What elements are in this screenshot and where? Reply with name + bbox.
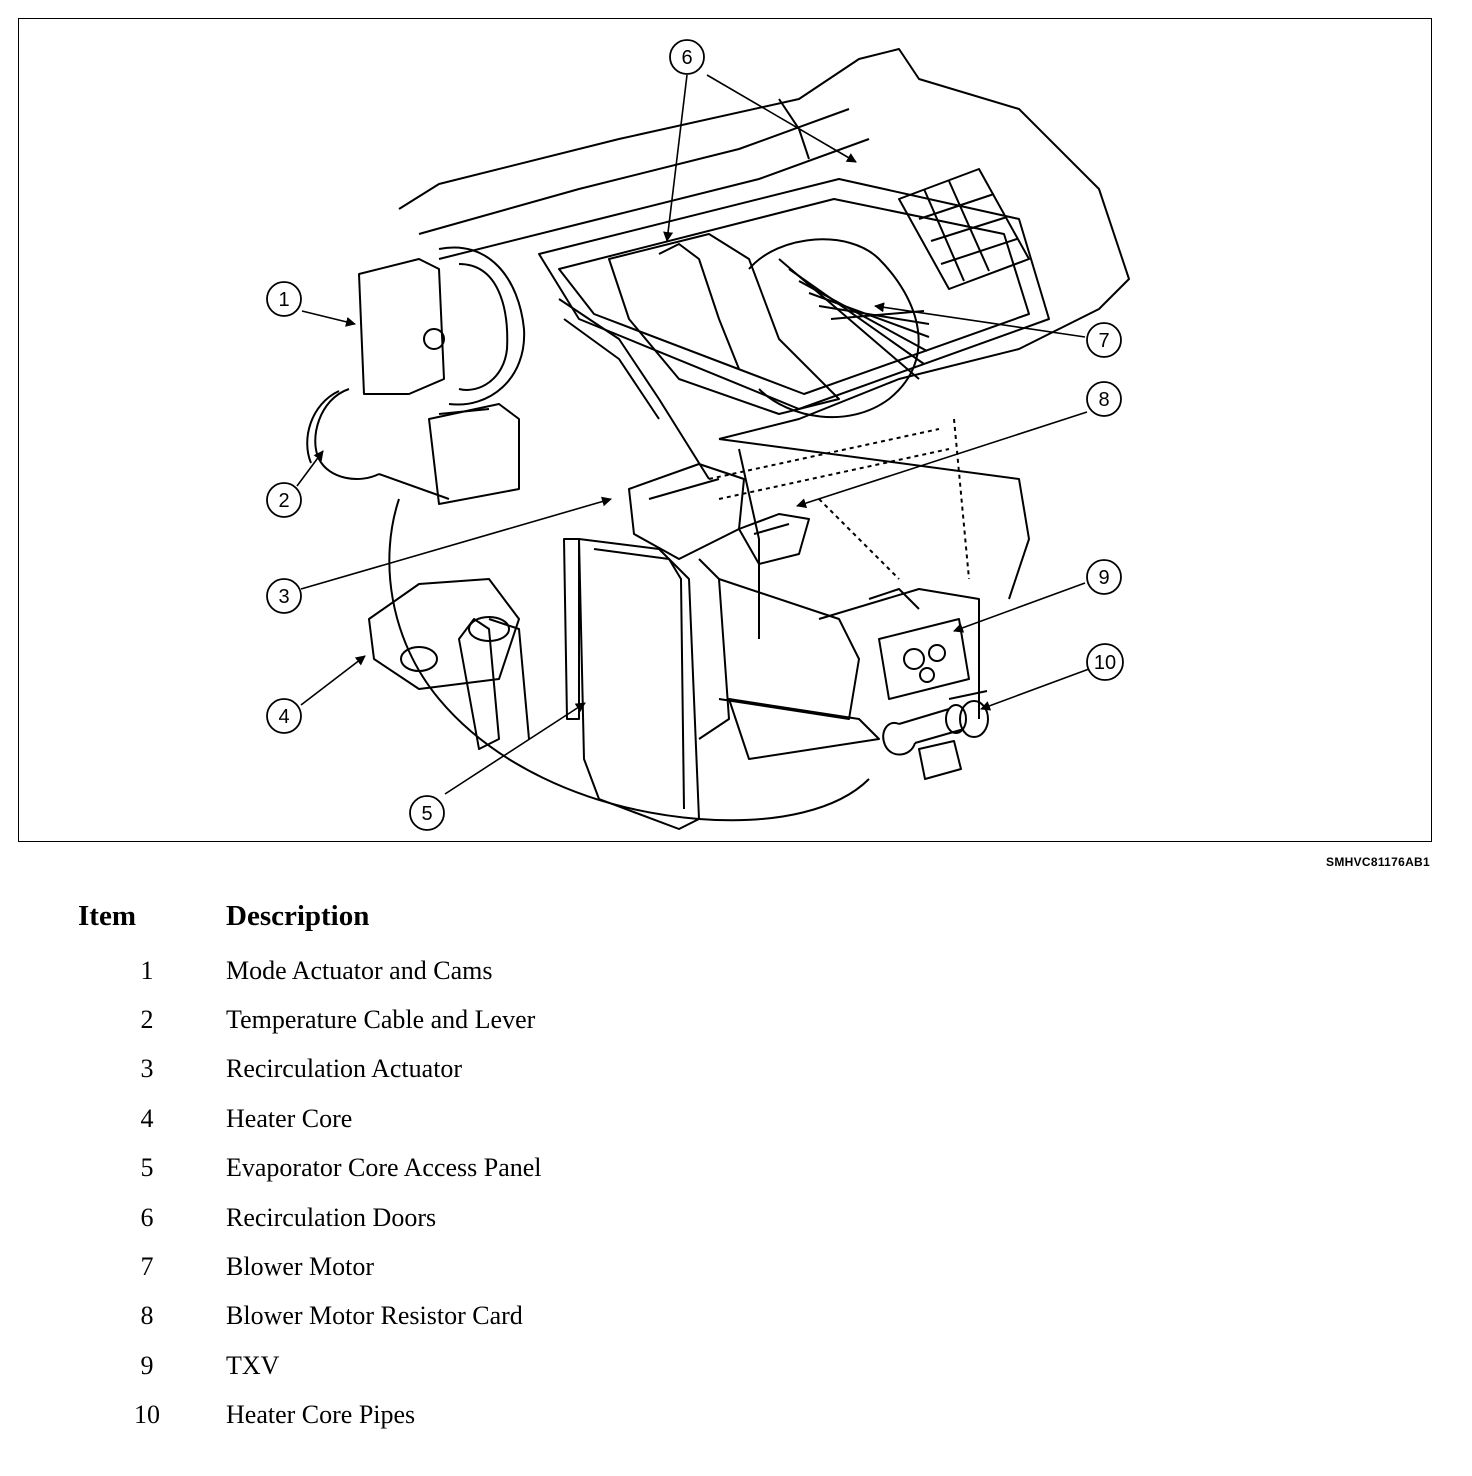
leader-1 xyxy=(301,310,356,327)
hvac-assembly-drawing: 1 2 3 4 5 6 7 xyxy=(266,39,1130,831)
legend-row: 8 Blower Motor Resistor Card xyxy=(70,1292,542,1341)
callout-4-label: 4 xyxy=(278,706,289,728)
legend-item-number: 8 xyxy=(140,1301,154,1331)
legend-item-number: 5 xyxy=(140,1153,154,1183)
callout-10-label: 10 xyxy=(1094,652,1116,674)
legend-item-description: Blower Motor xyxy=(226,1252,375,1282)
legend-row: 3 Recirculation Actuator xyxy=(70,1045,542,1094)
callout-5: 5 xyxy=(409,795,445,831)
callout-8-label: 8 xyxy=(1098,389,1109,411)
legend-item-description: TXV xyxy=(226,1350,280,1380)
legend-item-number: 9 xyxy=(140,1350,154,1380)
legend-header-description: Description xyxy=(226,899,370,932)
legend-row: 4 Heater Core xyxy=(70,1094,542,1143)
legend-row: 2 Temperature Cable and Lever xyxy=(70,995,542,1044)
legend-item-number: 3 xyxy=(140,1054,154,1084)
callout-leaders xyxy=(296,74,1090,795)
callout-1: 1 xyxy=(266,281,302,317)
callout-4: 4 xyxy=(266,698,302,734)
callout-circles: 1 2 3 4 5 6 7 xyxy=(266,39,1124,831)
leader-5 xyxy=(444,702,586,795)
legend-item-description: Heater Core Pipes xyxy=(226,1400,416,1430)
legend-table: Item Description 1 Mode Actuator and Cam… xyxy=(70,896,542,1440)
leader-8 xyxy=(796,411,1088,508)
callout-7: 7 xyxy=(1086,322,1122,358)
legend-row: 1 Mode Actuator and Cams xyxy=(70,946,542,995)
leader-7 xyxy=(874,302,1086,338)
callout-2: 2 xyxy=(266,482,302,518)
legend-item-number: 10 xyxy=(134,1400,160,1430)
leader-9 xyxy=(953,582,1086,633)
callout-9: 9 xyxy=(1086,559,1122,595)
callout-9-label: 9 xyxy=(1098,567,1109,589)
legend-item-description: Mode Actuator and Cams xyxy=(226,955,493,985)
legend-item-description: Recirculation Actuator xyxy=(226,1054,463,1084)
hvac-housing-lineart xyxy=(306,48,1130,830)
leader-6a xyxy=(663,74,688,242)
legend-row: 7 Blower Motor xyxy=(70,1242,542,1291)
legend-row: 6 Recirculation Doors xyxy=(70,1193,542,1242)
legend-item-description: Recirculation Doors xyxy=(226,1202,437,1232)
legend-item-number: 6 xyxy=(140,1202,154,1232)
leader-2 xyxy=(296,450,324,487)
leader-3 xyxy=(300,496,612,590)
legend-item-number: 7 xyxy=(140,1252,154,1282)
legend-row: 10 Heater Core Pipes xyxy=(70,1391,542,1440)
callout-10: 10 xyxy=(1086,643,1124,681)
callout-7-label: 7 xyxy=(1098,330,1109,352)
legend-item-description: Blower Motor Resistor Card xyxy=(226,1301,523,1331)
callout-2-label: 2 xyxy=(278,490,289,512)
callout-3: 3 xyxy=(266,578,302,614)
callout-8: 8 xyxy=(1086,381,1122,417)
legend-item-number: 1 xyxy=(140,955,154,985)
leader-10 xyxy=(980,668,1090,711)
legend-header-row: Item Description xyxy=(70,896,542,946)
figure-reference-code: SMHVC81176AB1 xyxy=(1326,855,1430,869)
hvac-assembly-figure: 1 2 3 4 5 6 7 xyxy=(18,18,1432,842)
legend-item-number: 2 xyxy=(140,1005,154,1035)
callout-6-label: 6 xyxy=(681,47,692,69)
callout-5-label: 5 xyxy=(421,803,432,825)
callout-3-label: 3 xyxy=(278,586,289,608)
leader-6b xyxy=(706,74,857,163)
leader-4 xyxy=(300,655,366,706)
legend-row: 5 Evaporator Core Access Panel xyxy=(70,1144,542,1193)
legend-row: 9 TXV xyxy=(70,1341,542,1390)
legend-item-description: Evaporator Core Access Panel xyxy=(226,1153,542,1183)
callout-6: 6 xyxy=(669,39,705,75)
legend-header-item: Item xyxy=(78,899,136,932)
legend-item-description: Temperature Cable and Lever xyxy=(226,1005,536,1035)
callout-1-label: 1 xyxy=(278,289,289,311)
legend-item-description: Heater Core xyxy=(226,1103,353,1133)
legend-item-number: 4 xyxy=(140,1103,154,1133)
